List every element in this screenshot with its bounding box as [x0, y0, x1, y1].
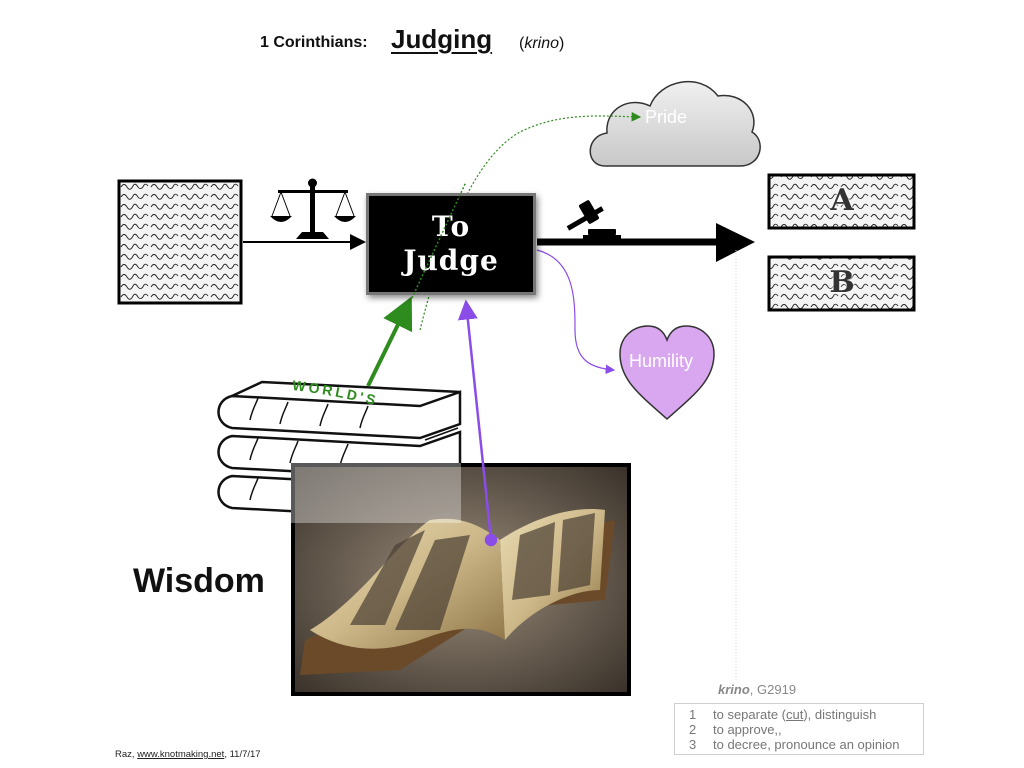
outcome-letter-a: A	[830, 183, 854, 218]
definition-link[interactable]: cut	[786, 707, 804, 722]
definition-code: , G2919	[749, 682, 797, 697]
humility-label: Humility	[629, 351, 694, 371]
definition-item: 3 to decree, pronounce an opinion	[689, 737, 923, 752]
definition-num: 3	[689, 737, 697, 752]
definition-text: to decree, pronounce an opinion	[713, 737, 900, 752]
open-bible-image	[291, 463, 631, 696]
definition-num: 2	[689, 722, 697, 737]
credit-line: Raz, www.knotmaking.net, 11/7/17	[115, 749, 261, 760]
humility-arrow	[536, 249, 616, 375]
worlds-wisdom-arrow	[366, 296, 413, 387]
title-prefix: 1 Corinthians:	[260, 34, 368, 51]
to-judge-label: To Judge	[403, 210, 499, 277]
pride-label: Pride	[645, 107, 688, 127]
definition-item: 2 to approve,,	[689, 722, 923, 737]
credit-author: Raz,	[115, 749, 138, 760]
outcome-letter-b: B	[829, 265, 855, 300]
outcome-card-b-bg	[767, 255, 916, 312]
page-title: Judging	[391, 24, 493, 54]
definition-heading: krino, G2919	[718, 682, 796, 697]
definition-item: 1 to separate (cut), distinguish	[689, 707, 923, 722]
output-arrow-head	[716, 223, 755, 262]
definition-text: to approve,,	[713, 722, 782, 737]
humility-heart	[619, 325, 715, 421]
outcome-card-a: A	[769, 175, 915, 230]
greek-word-paren: (krino)	[519, 35, 565, 52]
gavel-icon	[566, 200, 621, 239]
pride-cloud	[589, 80, 761, 167]
definition-word: krino	[718, 682, 750, 697]
greek-word: krino	[524, 35, 560, 52]
outcome-card-b: B	[769, 257, 915, 312]
definition-text-end: ), distinguish	[803, 707, 877, 722]
manuscript-document	[117, 179, 243, 305]
credit-date: , 11/7/17	[224, 749, 261, 760]
definition-text: to separate (	[713, 707, 786, 722]
scripture-arrow	[457, 299, 498, 547]
to-judge-box: To Judge	[366, 193, 536, 295]
definition-box: 1 to separate (cut), distinguish 2 to appr…	[674, 703, 924, 755]
overlap-shade	[291, 463, 461, 523]
credit-link[interactable]: www.knotmaking.net	[137, 749, 225, 760]
outcome-card-a-bg	[767, 173, 916, 230]
pride-dotted-line	[411, 181, 467, 299]
definition-num: 1	[689, 707, 697, 722]
wisdom-label: Wisdom	[133, 562, 265, 600]
scales-icon	[270, 178, 356, 239]
